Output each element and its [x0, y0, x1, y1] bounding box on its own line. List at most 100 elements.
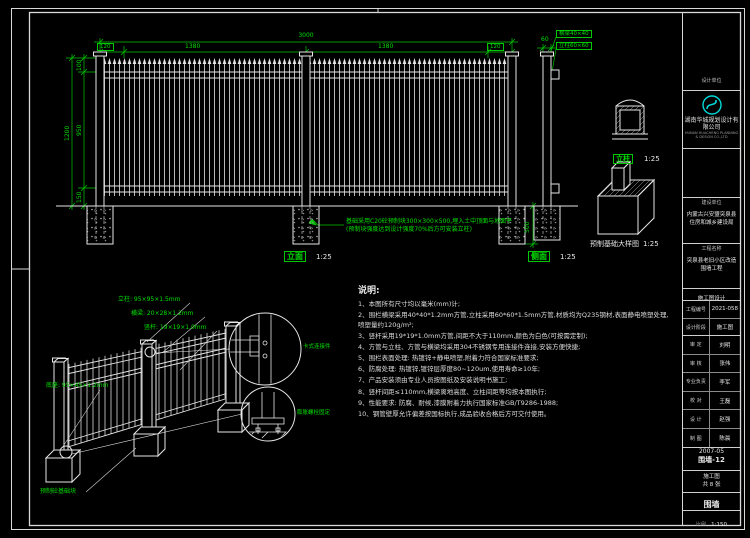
- dim-bay1: 1380: [185, 43, 201, 50]
- dim-height-total: 1200: [64, 125, 71, 141]
- elevation-scale: 1:25: [316, 253, 332, 261]
- titleblock-build-unit-cell: 建设单位 内蒙古兴安盟突泉县 住房和城乡建设局: [683, 198, 740, 244]
- titleblock-sheet-cell: 施工图 共 8 张: [683, 471, 740, 493]
- sheet-count: 共 8 张: [702, 482, 721, 488]
- build-unit-line2: 住房和城乡建设局: [689, 220, 734, 226]
- dim-foundation-depth: 500: [524, 221, 531, 233]
- titleblock-name-cell: 围墙: [683, 493, 740, 511]
- sign-label: 校 对: [683, 391, 710, 410]
- dim-side-width: 60: [541, 36, 549, 43]
- project-line2: 围墙工程: [700, 266, 723, 272]
- tag-rail: 横梁40×40: [556, 30, 592, 39]
- titleblock-project-cell: 工程名称 突泉县老旧小区改造 围墙工程: [683, 244, 740, 289]
- sign-label: 审 定: [683, 336, 710, 354]
- info-value: 施工图: [716, 325, 734, 332]
- sign-label: 设 计: [683, 410, 710, 428]
- design-unit-label: 设计单位: [701, 78, 722, 84]
- sign-value: 王磊: [719, 398, 731, 405]
- sign-label: 制 图: [683, 428, 710, 447]
- build-unit-label: 建设单位: [701, 200, 722, 206]
- company-name-en: HUNAN HUACHENG PLANNING & DESIGN CO.,LTD: [684, 131, 739, 140]
- axon-view: [44, 302, 251, 493]
- elevation-note-line1: 基础采用C20砼预制块300×300×500,埋入土中顶面与地面平: [346, 218, 513, 225]
- scale-value: 1:150: [711, 522, 727, 526]
- dim-bay2: 1380: [378, 43, 394, 50]
- notes-block: 1、本图所有尺寸均以毫米(mm)计; 2、围栏横梁采用40*40*1.2mm方管…: [358, 299, 672, 420]
- dim-height-bot: 150: [76, 191, 83, 203]
- project-line1: 突泉县老旧小区改造: [686, 258, 737, 264]
- callout-post: 立柱: 95×95×1.5mm: [118, 296, 181, 303]
- info-label: 设计阶段: [683, 318, 710, 335]
- titleblock-sign-rows: 审 定 刘明 审 核 张伟 专业负责 李军 校 对 王磊 设 计 赵强 制 图 …: [683, 336, 740, 448]
- elevation-view: [56, 38, 578, 248]
- sign-row: 专业负责 李军: [683, 373, 740, 392]
- dim-total: 3000: [298, 32, 314, 39]
- titleblock-info-rows: 工程编号 2021-058 设计阶段 施工图: [683, 301, 740, 336]
- company-logo-icon: [701, 95, 722, 115]
- project-label: 工程名称: [701, 246, 722, 252]
- side-scale: 1:25: [560, 253, 576, 261]
- sign-row: 设 计 赵强: [683, 410, 740, 429]
- info-row: 工程编号 2021-058: [683, 301, 740, 319]
- sign-value: 赵强: [719, 417, 731, 424]
- post-detail-label: 立柱: [613, 154, 633, 165]
- scale-label: 比例: [696, 522, 707, 526]
- dim-edge-left: 120: [97, 43, 114, 52]
- dim-height-top: 100: [76, 59, 83, 71]
- foundation-detail: [596, 160, 656, 236]
- elevation-note-line2: (预制块强度达到设计强度70%后方可安装立柱): [346, 226, 473, 233]
- titleblock-empty-cell: [683, 149, 740, 198]
- callout-base: 底座: 95×45×1.2mm: [46, 382, 109, 389]
- info-value: 2021-058: [711, 306, 739, 313]
- sign-value: 刘明: [719, 342, 731, 349]
- note-item: 7、产品安装须由专业人员按图纸及安装说明书施工;: [358, 376, 508, 385]
- note-item: 10、钢管壁厚允许偏差按国标执行,成品验收合格后方可交付使用。: [358, 409, 551, 418]
- titleblock-stage-cell: 施工图设计: [683, 289, 740, 301]
- titleblock-scale-cell: 比例 1:150 2022年02月: [683, 511, 740, 526]
- sign-row: 审 核 张伟: [683, 354, 740, 374]
- callout-block: 预制砼基础块: [40, 488, 77, 495]
- sheet-frame: [11, 8, 745, 530]
- foundation-detail-scale: 1:25: [643, 240, 659, 248]
- foundation-detail-label: 预制基础大样图: [590, 240, 639, 248]
- note-item: 9、性能要求: 防腐、耐候,漆膜附着力执行国家标准GB/T9286-1988;: [358, 398, 559, 407]
- sign-label: 审 核: [683, 354, 710, 373]
- note-item: 6、防腐处理: 热镀锌,镀锌层厚度80~120um,使用寿命≥10年;: [358, 365, 541, 374]
- note-item: 2、围栏横梁采用40*40*1.2mm方管,立柱采用60*60*1.5mm方管,…: [358, 311, 669, 330]
- sign-row: 校 对 王磊: [683, 391, 740, 411]
- title-block: 设计单位 湖南华城规划设计有限公司 HUNAN HUACHENG PLANNIN…: [683, 13, 740, 526]
- callout-detail2: 膨胀螺栓固定: [297, 410, 331, 416]
- post-detail: [612, 99, 648, 140]
- sign-row: 制 图 陈晨: [683, 428, 740, 447]
- sign-value: 李军: [719, 379, 731, 386]
- sign-value: 张伟: [719, 361, 731, 368]
- sign-value: 陈晨: [719, 436, 731, 443]
- stage-short: 施工图: [703, 474, 720, 480]
- side-view: [526, 36, 574, 241]
- titleblock-design-unit-cell: 设计单位: [683, 13, 740, 91]
- drawing-no2: 围墙-12: [698, 456, 725, 464]
- sign-label: 专业负责: [683, 373, 710, 391]
- info-label: 工程编号: [683, 301, 710, 318]
- sign-row: 审 定 刘明: [683, 336, 740, 355]
- drawing-no1: 2007-05: [698, 448, 725, 455]
- side-label: 侧面: [528, 251, 550, 263]
- note-item: 3、竖杆采用19*19*1.0mm方管,间距不大于110mm,颜色为白色(可按需…: [358, 332, 588, 341]
- note-item: 1、本图所有尺寸均以毫米(mm)计;: [358, 300, 461, 308]
- drawing-name: 围墙: [703, 500, 720, 509]
- dim-edge-right: 120: [487, 43, 504, 52]
- titleblock-company-cell: 湖南华城规划设计有限公司 HUNAN HUACHENG PLANNING & D…: [683, 91, 740, 149]
- company-name-cn: 湖南华城规划设计有限公司: [684, 117, 739, 132]
- tag-post: 立柱60×60: [556, 42, 592, 51]
- notes-title: 说明:: [358, 286, 380, 296]
- info-row: 设计阶段 施工图: [683, 318, 740, 335]
- callout-detail1: 卡式连接件: [303, 344, 331, 350]
- note-item: 8、竖杆间距≤110mm,横梁离地高度、立柱间距等均按本图执行;: [358, 387, 547, 396]
- stage-line: 施工图设计: [697, 296, 726, 301]
- post-detail-scale: 1:25: [644, 155, 660, 163]
- callout-rail: 横梁: 20×28×1.2mm: [131, 310, 194, 317]
- callout-picket: 竖杆: 19×19×1.0mm: [144, 324, 207, 331]
- dim-height-mid: 950: [76, 124, 83, 136]
